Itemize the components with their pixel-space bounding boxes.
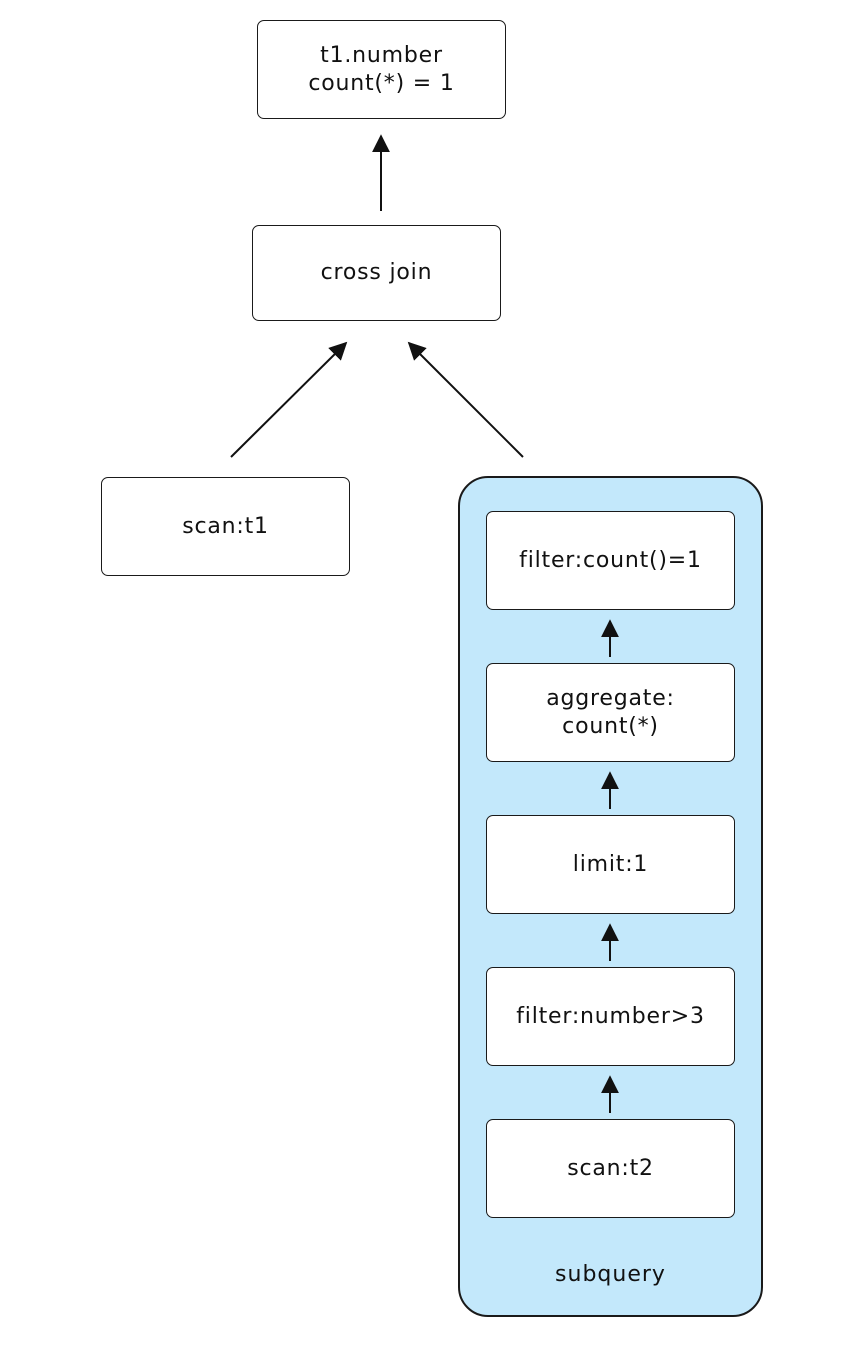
scan-t2-node: scan:t2 xyxy=(486,1119,735,1218)
scan-t1-label: scan:t1 xyxy=(182,513,269,539)
subquery-label: subquery xyxy=(555,1262,666,1287)
limit-node: limit:1 xyxy=(486,815,735,914)
edge-subquery-to-join xyxy=(407,341,524,458)
scan-t1-node: scan:t1 xyxy=(101,477,350,576)
limit-label: limit:1 xyxy=(572,851,649,877)
cross-join-label: cross join xyxy=(320,260,433,285)
scan-t2-label: scan:t2 xyxy=(567,1155,654,1181)
result-node-line-1: t1.number xyxy=(320,42,443,68)
result-node-line-2: count(*) = 1 xyxy=(308,70,455,96)
filter-number-label: filter:number>3 xyxy=(516,1003,705,1029)
filter-count-label: filter:count()=1 xyxy=(519,547,702,573)
cross-join-node: cross join xyxy=(252,225,501,321)
filter-count-node: filter:count()=1 xyxy=(486,511,735,610)
edge-scan-t1-to-join xyxy=(230,341,348,458)
aggregate-line-1: aggregate: xyxy=(546,685,675,711)
result-node: t1.number count(*) = 1 xyxy=(257,20,506,119)
aggregate-node: aggregate: count(*) xyxy=(486,663,735,762)
aggregate-line-2: count(*) xyxy=(562,713,659,739)
filter-number-node: filter:number>3 xyxy=(486,967,735,1066)
